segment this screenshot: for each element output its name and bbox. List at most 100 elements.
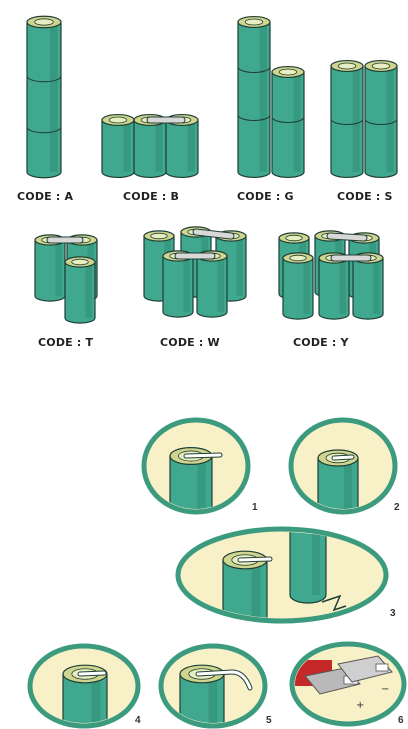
pack-g-cell-2 — [271, 65, 305, 179]
code-t-label: CODE : T — [38, 336, 94, 349]
code-g-label: CODE : G — [237, 190, 294, 203]
cell-shade — [352, 66, 360, 172]
cell-shade — [259, 22, 267, 172]
code-a-label: CODE : A — [17, 190, 74, 203]
step-3-cell-left-body — [222, 559, 268, 618]
step-5-tab — [196, 670, 252, 690]
cell-body — [26, 21, 62, 179]
step-1-content — [169, 447, 223, 509]
cell-body — [364, 65, 398, 179]
cell-terminal — [285, 234, 303, 242]
step-2-cell-shade — [344, 458, 352, 509]
pack-b-cell-2 — [133, 113, 167, 179]
cell-body — [196, 255, 228, 318]
pack-a-cell — [26, 15, 62, 179]
cell-terminal — [150, 232, 168, 240]
cell-terminal — [108, 116, 128, 124]
cell-seam — [237, 66, 271, 73]
cell-body — [271, 71, 305, 179]
step-5-cell-shade — [208, 674, 218, 723]
pack-s-cell-1 — [330, 59, 364, 179]
step-4-cell-shade — [91, 674, 101, 723]
step-4-tab — [78, 671, 106, 676]
plus-terminal-label: + — [356, 700, 365, 711]
cell-terminal — [371, 62, 391, 70]
step-3-cell-left-shade — [251, 560, 261, 618]
cell-terminal — [337, 62, 357, 70]
step-1-number: 1 — [252, 502, 258, 513]
cell-shade — [123, 120, 131, 172]
pack-t-cell-1 — [34, 234, 66, 302]
pack-configurations — [26, 15, 398, 324]
cell-shade — [85, 262, 92, 318]
step-2-number: 2 — [394, 502, 400, 513]
cell-body — [165, 119, 199, 179]
step-3-bubble — [175, 526, 389, 624]
cell-shade — [187, 120, 195, 172]
code-s-label: CODE : S — [337, 190, 393, 203]
step-5-number: 5 — [266, 715, 272, 726]
cell-shade — [373, 258, 380, 314]
step-6-number: 6 — [398, 715, 404, 726]
cell-shade — [55, 240, 62, 296]
step-4-content — [62, 664, 108, 723]
pack-g-cell-1 — [237, 15, 271, 179]
pack-y-strap-1 — [327, 233, 367, 241]
minus-terminal-label: − — [381, 684, 390, 695]
cell-body — [352, 257, 384, 320]
cell-seam — [237, 114, 271, 121]
code-b-label: CODE : B — [123, 190, 180, 203]
cell-shade — [293, 72, 301, 172]
pack-y-cell-5 — [318, 252, 350, 320]
cell-terminal — [289, 254, 307, 262]
pack-s-cell-2 — [364, 59, 398, 179]
cell-shade — [155, 120, 163, 172]
cell-seam — [271, 116, 305, 123]
cell-shade — [303, 258, 310, 314]
cell-seam — [26, 75, 62, 83]
cell-shade — [339, 258, 346, 314]
cell-seam — [26, 126, 62, 134]
step-6-contact-minus — [375, 663, 389, 672]
step-3-number: 3 — [390, 608, 396, 619]
pack-b-cell-3 — [165, 113, 199, 179]
step-1-tab — [184, 453, 222, 458]
cell-body — [330, 65, 364, 179]
cell-body — [64, 261, 96, 324]
cell-body — [162, 255, 194, 318]
cell-body — [318, 257, 350, 320]
pack-y-cell-4 — [282, 252, 314, 320]
step-2-tab — [332, 455, 354, 460]
tab-welding-steps — [27, 417, 407, 729]
pack-w-strap-1 — [193, 229, 234, 239]
cell-terminal — [244, 18, 264, 26]
cell-terminal — [71, 258, 89, 266]
code-y-label: CODE : Y — [293, 336, 349, 349]
cell-body — [282, 257, 314, 320]
cell-terminal — [34, 18, 54, 26]
step-3-tab-end — [321, 594, 347, 612]
step-1-cell-shade — [197, 456, 206, 509]
cell-terminal — [278, 68, 298, 76]
step-2-content — [317, 449, 359, 509]
pack-w-cell-5 — [196, 250, 228, 318]
cell-seam — [330, 118, 364, 125]
step-3-tab — [238, 557, 272, 562]
step-5-content — [179, 664, 253, 723]
pack-w-cell-4 — [162, 250, 194, 318]
cell-shade — [236, 236, 243, 296]
pack-b-cell-1 — [101, 113, 135, 179]
step-3-cell-right-shade — [312, 532, 320, 595]
cell-shade — [183, 256, 190, 312]
cell-shade — [217, 256, 224, 312]
cell-seam — [364, 118, 398, 125]
step-3-cell-right — [289, 532, 327, 604]
pack-t-cell-3 — [64, 256, 96, 324]
cell-body — [237, 21, 271, 179]
step-3-content — [222, 532, 347, 618]
cell-shade — [386, 66, 394, 172]
step-4-number: 4 — [135, 715, 141, 726]
code-w-label: CODE : W — [160, 336, 220, 349]
step-6-connector-minus — [337, 655, 393, 683]
